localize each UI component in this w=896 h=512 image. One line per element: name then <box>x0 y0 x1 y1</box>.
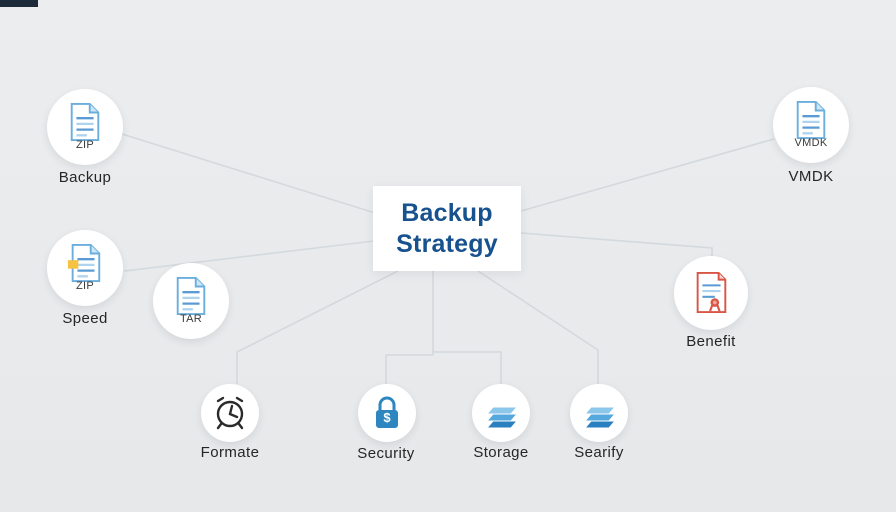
document-icon <box>794 101 828 139</box>
stack-icon <box>479 395 523 431</box>
center-title-box: Backup Strategy <box>373 186 521 271</box>
connector-line <box>121 133 376 214</box>
stack-icon <box>577 395 621 431</box>
document-icon <box>174 277 208 315</box>
node-formate <box>201 384 259 442</box>
node-storage <box>472 384 530 442</box>
connector-line <box>385 354 433 384</box>
security-label: Security <box>357 445 415 462</box>
node-vmdk: VMDK <box>773 87 849 163</box>
certificate-icon <box>693 272 729 314</box>
connector-line <box>477 270 599 384</box>
backup-label: Backup <box>58 169 112 186</box>
storage-label: Storage <box>473 444 529 461</box>
speed-label: Speed <box>62 310 108 327</box>
backup-icon-text: ZIP <box>75 139 94 151</box>
corner-artifact <box>0 0 38 7</box>
vmdk-icon-text: VMDK <box>794 137 828 149</box>
node-backup: ZIP <box>47 89 123 165</box>
lock-glyph: $ <box>383 410 391 425</box>
connector-line <box>520 232 713 257</box>
benefit-label: Benefit <box>686 333 736 350</box>
node-searify <box>570 384 628 442</box>
tar-icon-text: TAR <box>179 313 203 325</box>
document-highlight-icon <box>67 244 103 282</box>
connector-line <box>236 270 399 384</box>
connector-line <box>520 138 775 212</box>
searify-label: Searify <box>574 444 624 461</box>
title-line-1: Backup <box>401 199 493 227</box>
lock-icon: $ <box>370 394 404 432</box>
node-security: $ <box>358 384 416 442</box>
alarm-clock-icon <box>210 393 250 433</box>
formate-label: Formate <box>200 444 260 461</box>
node-tar: TAR <box>153 263 229 339</box>
speed-icon-text: ZIP <box>75 280 94 292</box>
document-icon <box>68 103 102 141</box>
node-benefit <box>674 256 748 330</box>
node-speed: ZIP <box>47 230 123 306</box>
connector-line <box>433 351 502 384</box>
title-line-2: Strategy <box>396 229 498 258</box>
vmdk-label: VMDK <box>788 168 834 185</box>
connector-line <box>123 240 375 272</box>
